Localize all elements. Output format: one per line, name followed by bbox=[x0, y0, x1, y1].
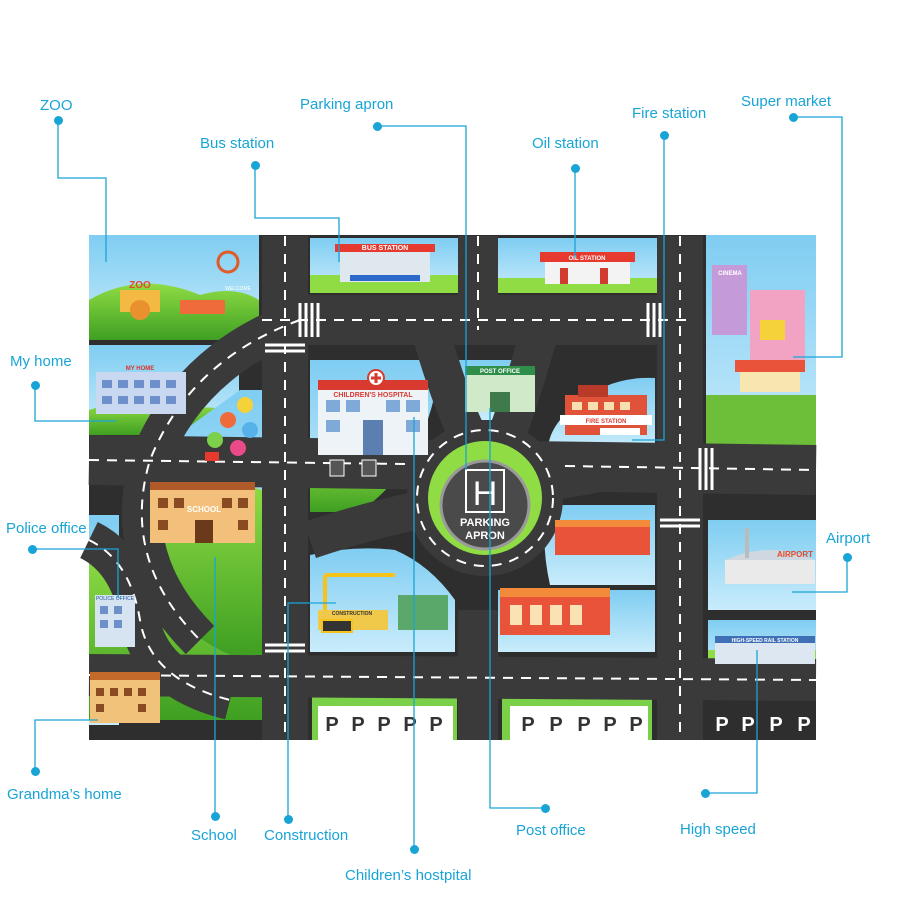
svg-text:SCHOOL: SCHOOL bbox=[187, 505, 221, 514]
callout-label-airport: Airport bbox=[826, 530, 871, 547]
callout-label-school: School bbox=[191, 827, 237, 844]
svg-text:P: P bbox=[577, 714, 590, 736]
balloons bbox=[205, 397, 258, 461]
svg-text:H: H bbox=[473, 475, 498, 513]
callout-label-childrens-hospital: Children’s hostpital bbox=[345, 867, 472, 884]
svg-text:ZOO: ZOO bbox=[129, 280, 151, 291]
callout-label-grandmas-home: Grandma’s home bbox=[7, 786, 122, 803]
high-speed-rail-building: HIGH-SPEED RAIL STATION bbox=[715, 636, 815, 664]
callout-dot-zoo bbox=[53, 115, 63, 125]
svg-text:POLICE OFFICE: POLICE OFFICE bbox=[96, 596, 135, 602]
callout-label-zoo: ZOO bbox=[40, 97, 73, 114]
callout-dot-construction bbox=[283, 814, 293, 824]
svg-text:P: P bbox=[521, 714, 534, 736]
grandmas-home-building bbox=[90, 672, 160, 723]
callout-dot-my-home bbox=[30, 380, 40, 390]
svg-text:PARKING: PARKING bbox=[460, 517, 510, 529]
svg-text:P: P bbox=[351, 714, 364, 736]
svg-text:WELCOME: WELCOME bbox=[225, 286, 252, 292]
svg-text:P: P bbox=[377, 714, 390, 736]
school-building: SCHOOL bbox=[150, 482, 255, 543]
callout-dot-police-office bbox=[27, 544, 37, 554]
svg-text:FIRE STATION: FIRE STATION bbox=[586, 419, 627, 425]
svg-text:P: P bbox=[429, 714, 442, 736]
callout-label-my-home: My home bbox=[10, 353, 72, 370]
svg-text:P: P bbox=[403, 714, 416, 736]
parking-lot-left: P P P P P bbox=[318, 706, 453, 740]
callout-dot-bus-station bbox=[250, 160, 260, 170]
callout-dot-airport bbox=[842, 552, 852, 562]
callout-label-bus-station: Bus station bbox=[200, 135, 275, 152]
svg-text:CINEMA: CINEMA bbox=[718, 271, 742, 277]
post-office-building: POST OFFICE bbox=[465, 366, 535, 412]
svg-text:P: P bbox=[549, 714, 562, 736]
oil-station-building: OIL STATION bbox=[540, 252, 635, 284]
svg-text:P: P bbox=[741, 714, 754, 736]
callout-label-post-office: Post office bbox=[516, 822, 586, 839]
svg-text:BUS STATION: BUS STATION bbox=[362, 245, 408, 252]
callout-label-parking-apron: Parking apron bbox=[300, 96, 394, 113]
svg-text:CHILDREN'S HOSPITAL: CHILDREN'S HOSPITAL bbox=[333, 392, 413, 399]
svg-text:POST OFFICE: POST OFFICE bbox=[480, 369, 520, 375]
callout-label-fire-station: Fire station bbox=[632, 105, 707, 122]
callout-dot-high-speed bbox=[700, 788, 710, 798]
parking-lot-middle: P P P P P bbox=[510, 706, 648, 740]
svg-text:P: P bbox=[715, 714, 728, 736]
callout-label-construction: Construction bbox=[264, 827, 349, 844]
callout-label-police-office: Police office bbox=[6, 520, 87, 537]
callout-dot-fire-station bbox=[659, 130, 669, 140]
svg-text:P: P bbox=[797, 714, 810, 736]
callout-dot-grandmas-home bbox=[30, 766, 40, 776]
zoo-area: ZOO WELCOME bbox=[120, 250, 252, 320]
callout-dot-post-office bbox=[540, 803, 550, 813]
callout-label-high-speed: High speed bbox=[680, 821, 756, 838]
svg-text:P: P bbox=[769, 714, 782, 736]
callout-dot-childrens-hospital bbox=[409, 844, 419, 854]
callout-dot-school bbox=[210, 811, 220, 821]
police-office-building: POLICE OFFICE bbox=[95, 595, 135, 647]
svg-text:MY HOME: MY HOME bbox=[126, 366, 155, 372]
svg-text:APRON: APRON bbox=[465, 530, 505, 542]
callout-dot-oil-station bbox=[570, 163, 580, 173]
svg-text:P: P bbox=[603, 714, 616, 736]
callout-dot-parking-apron bbox=[372, 121, 382, 131]
svg-text:CONSTRUCTION: CONSTRUCTION bbox=[332, 611, 373, 617]
callout-label-oil-station: Oil station bbox=[532, 135, 599, 152]
svg-text:P: P bbox=[325, 714, 338, 736]
svg-text:P: P bbox=[629, 714, 642, 736]
callout-label-super-market: Super market bbox=[741, 93, 832, 110]
my-home-building: MY HOME bbox=[96, 366, 186, 414]
svg-text:HIGH-SPEED RAIL STATION: HIGH-SPEED RAIL STATION bbox=[732, 638, 799, 644]
lane-markings bbox=[88, 236, 817, 740]
svg-text:AIRPORT: AIRPORT bbox=[777, 550, 813, 559]
callout-dot-super-market bbox=[788, 112, 798, 122]
parking-apron-helipad: H PARKING APRON bbox=[439, 459, 531, 551]
bus-station-building: BUS STATION bbox=[335, 244, 435, 282]
svg-text:OIL STATION: OIL STATION bbox=[569, 256, 606, 262]
